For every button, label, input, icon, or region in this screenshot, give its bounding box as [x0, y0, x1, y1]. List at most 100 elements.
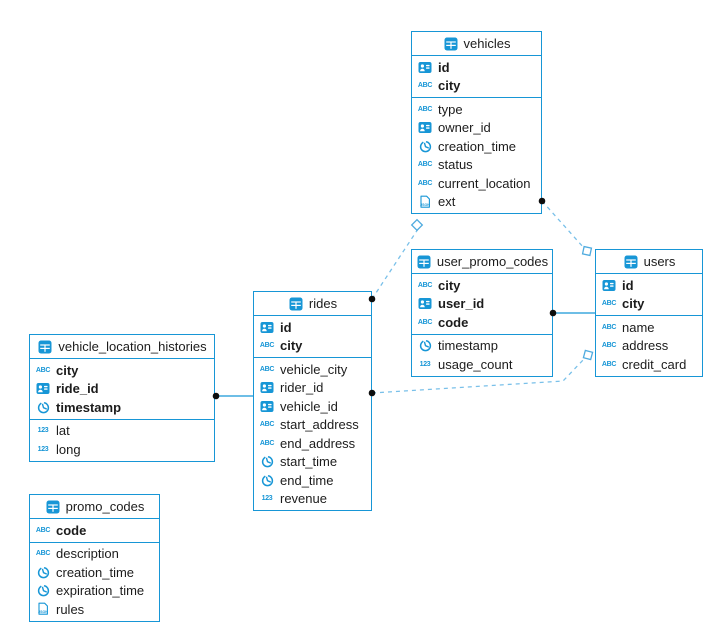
column-row[interactable]: ABC description — [30, 545, 159, 564]
column-name: city — [438, 277, 461, 293]
table-header[interactable]: users — [596, 250, 702, 274]
table-header[interactable]: vehicles — [412, 32, 541, 56]
table-title: vehicles — [463, 36, 511, 51]
clock-icon — [417, 339, 433, 352]
column-row[interactable]: owner_id — [412, 119, 541, 138]
column-row[interactable]: ABC start_address — [254, 416, 371, 435]
table-title: users — [643, 254, 676, 269]
column-name: description — [56, 546, 119, 562]
clock-icon — [35, 584, 51, 597]
column-row[interactable]: timestamp — [412, 337, 552, 356]
column-row[interactable]: 123 revenue — [254, 490, 371, 509]
text-abc-icon: ABC — [417, 281, 433, 289]
column-name: start_address — [280, 417, 359, 433]
clock-icon — [35, 565, 51, 579]
text-abc-icon: ABC — [35, 550, 51, 558]
column-name: city — [280, 338, 303, 354]
column-row[interactable]: user_id — [412, 295, 552, 314]
clock-icon — [35, 400, 51, 414]
clock-icon — [259, 455, 275, 468]
text-abc-icon: ABC — [601, 360, 617, 368]
relationship-square-endpoint — [581, 245, 593, 257]
column-name: address — [622, 338, 669, 354]
column-row[interactable]: timestamp — [30, 398, 214, 417]
column-row[interactable]: ride_id — [30, 380, 214, 399]
column-row[interactable]: ABC city — [412, 276, 552, 295]
column-row[interactable]: end_time — [254, 471, 371, 490]
text-abc-icon: ABC — [417, 161, 433, 169]
column-name: rules — [56, 601, 85, 617]
relationship-square-endpoint — [582, 349, 594, 361]
column-row[interactable]: rider_id — [254, 379, 371, 398]
relationship-line-vehicles-users[interactable] — [541, 200, 585, 249]
column-name: ext — [438, 194, 456, 210]
column-row[interactable]: creation_time — [412, 137, 541, 156]
table-title: rides — [308, 296, 338, 311]
column-row[interactable]: JSON ext — [412, 193, 541, 212]
number-123-icon: 123 — [261, 495, 273, 503]
column-name: id — [622, 277, 634, 293]
number-123-icon: 123 — [419, 360, 431, 368]
column-name: user_id — [438, 296, 485, 312]
column-name: timestamp — [438, 338, 498, 354]
column-row[interactable]: id — [596, 276, 702, 295]
svg-text:JSON: JSON — [420, 203, 430, 207]
text-abc-icon: ABC — [601, 323, 617, 331]
table-header[interactable]: user_promo_codes — [412, 250, 552, 274]
column-name: start_time — [280, 454, 338, 470]
column-row[interactable]: start_time — [254, 453, 371, 472]
id-card-icon — [417, 297, 433, 310]
table-grid-icon — [443, 37, 459, 51]
column-name: city — [622, 296, 645, 312]
table-header[interactable]: promo_codes — [30, 495, 159, 519]
column-name: city — [56, 362, 79, 378]
clock-icon — [417, 139, 433, 153]
column-row[interactable]: vehicle_id — [254, 397, 371, 416]
column-name: name — [622, 319, 655, 335]
column-row[interactable]: expiration_time — [30, 582, 159, 601]
table-header[interactable]: vehicle_location_histories — [30, 335, 214, 359]
table-title: vehicle_location_histories — [58, 339, 207, 354]
column-row[interactable]: ABC name — [596, 318, 702, 337]
column-name: lat — [56, 423, 70, 439]
column-row[interactable]: id — [254, 318, 371, 337]
text-abc-icon: ABC — [259, 421, 275, 429]
column-row[interactable]: id — [412, 58, 541, 77]
column-name: owner_id — [438, 120, 491, 136]
column-row[interactable]: creation_time — [30, 563, 159, 582]
column-name: revenue — [280, 491, 327, 507]
column-name: vehicle_city — [280, 361, 348, 377]
id-card-icon — [259, 381, 275, 394]
table-header[interactable]: rides — [254, 292, 371, 316]
